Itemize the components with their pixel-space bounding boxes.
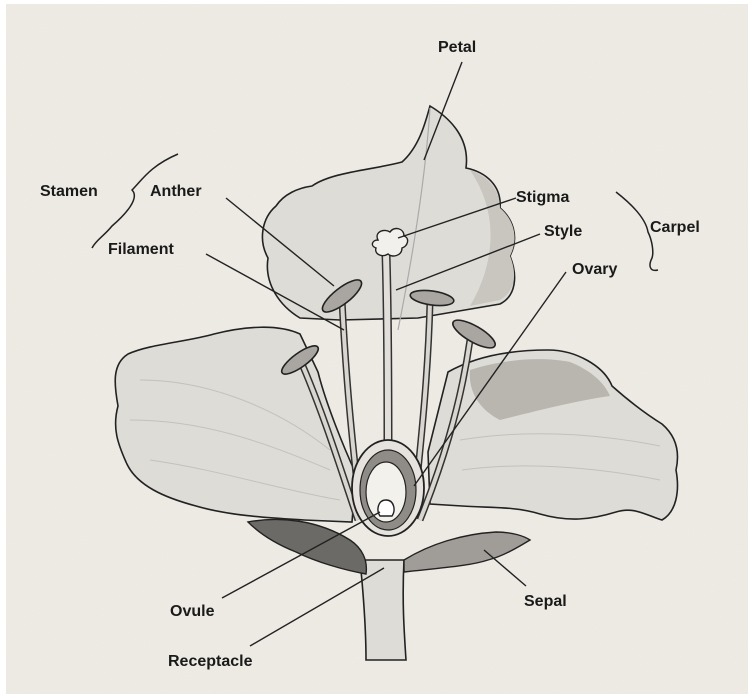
label-carpel: Carpel xyxy=(650,219,700,236)
label-receptacle: Receptacle xyxy=(168,653,253,670)
label-ovule: Ovule xyxy=(170,603,215,620)
label-ovary: Ovary xyxy=(572,261,617,278)
label-anther: Anther xyxy=(150,183,202,200)
label-petal: Petal xyxy=(438,39,476,56)
label-stigma: Stigma xyxy=(516,189,569,206)
label-filament: Filament xyxy=(108,241,174,258)
label-stamen: Stamen xyxy=(40,183,98,200)
label-style: Style xyxy=(544,223,582,240)
style-stalk-fill xyxy=(386,254,388,456)
label-sepal: Sepal xyxy=(524,593,567,610)
ovule-shape xyxy=(378,500,394,516)
receptacle-stem xyxy=(360,560,406,660)
